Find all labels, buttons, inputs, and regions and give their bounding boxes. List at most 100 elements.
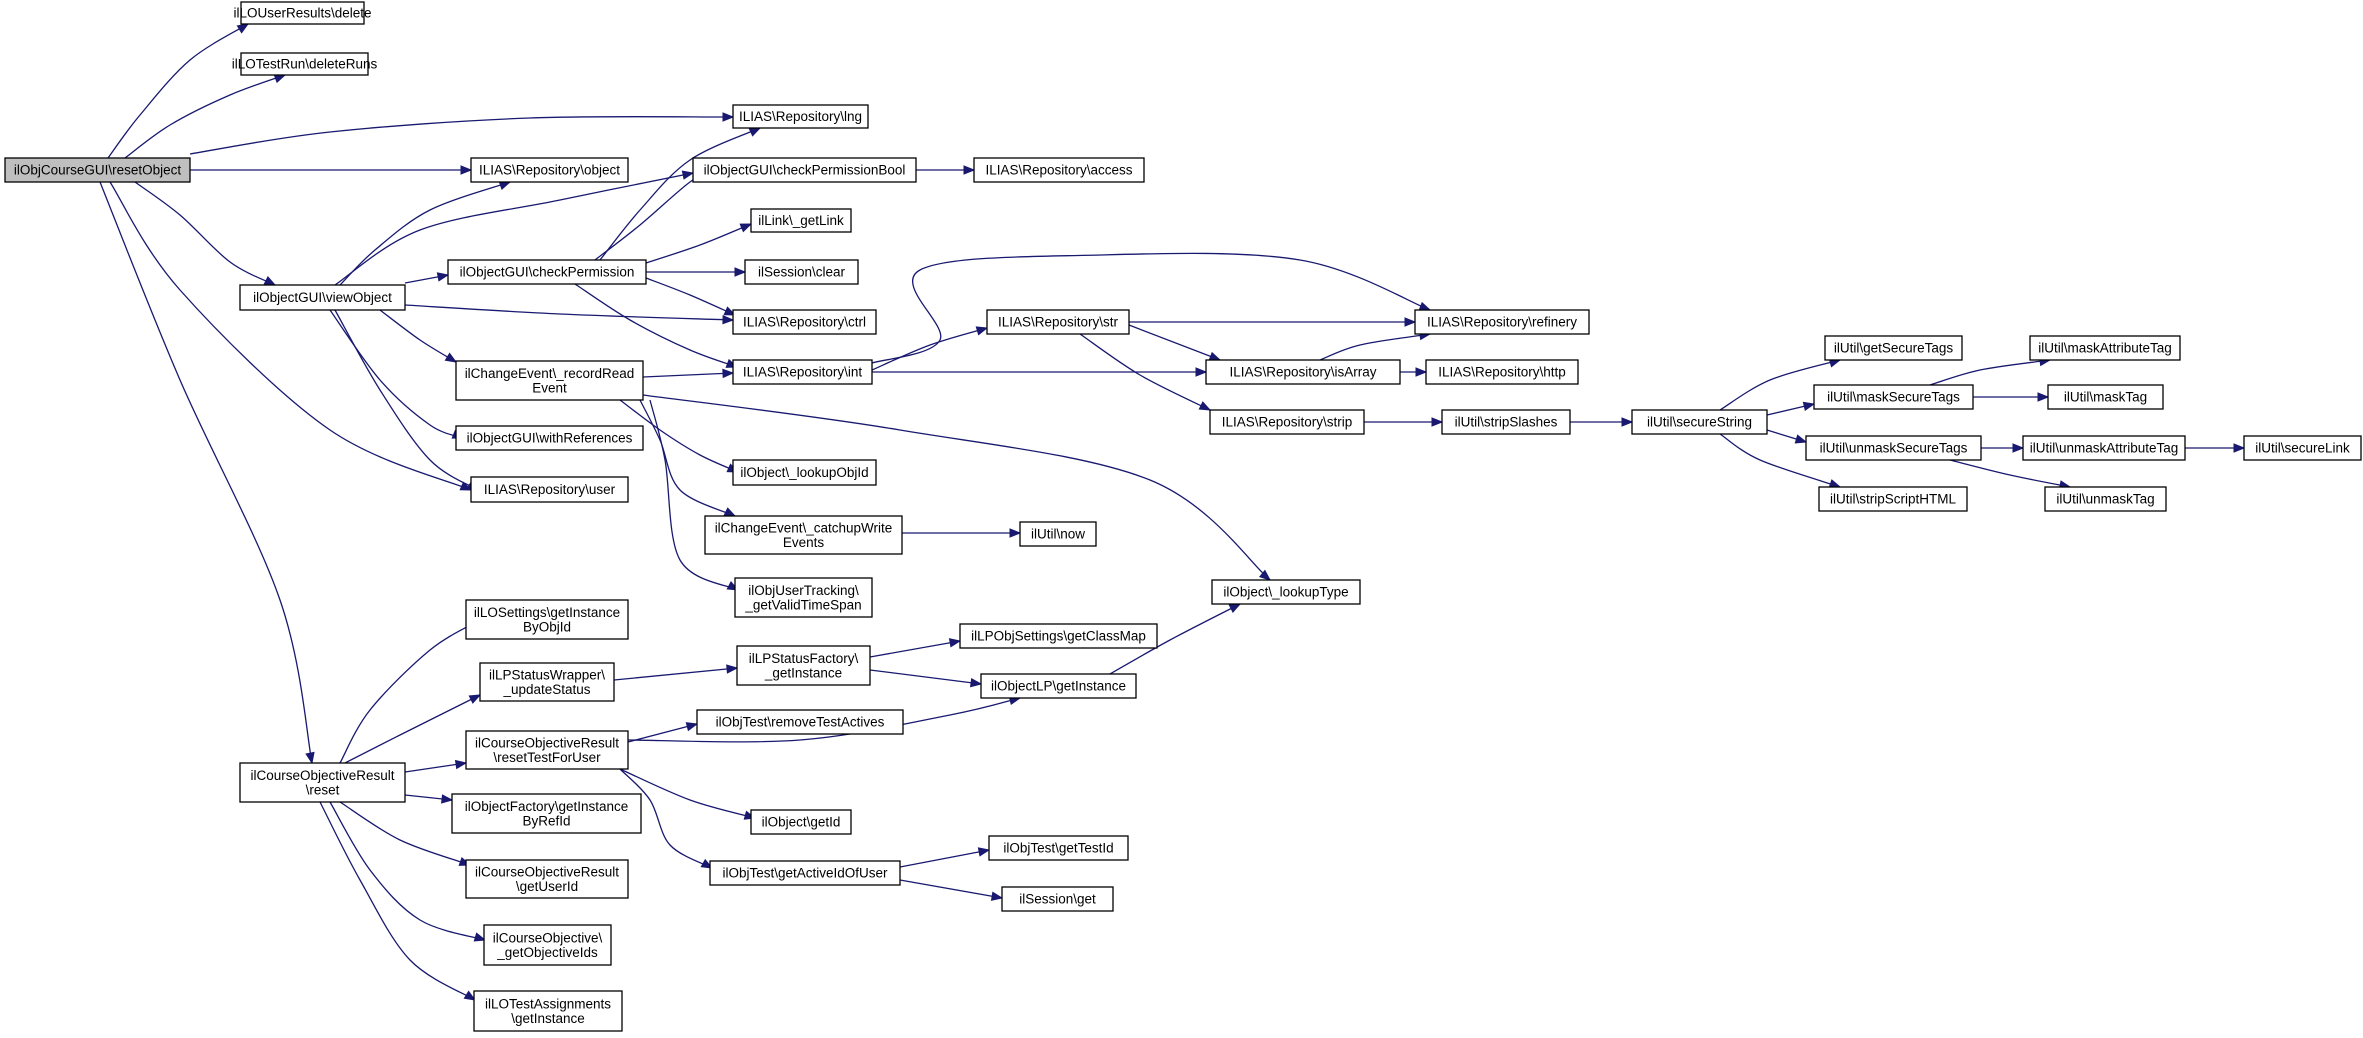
node-maskTag[interactable]: ilUtil\maskTag [2047,384,2164,410]
node-lookupObjId[interactable]: ilObject\_lookupObjId [732,459,877,486]
node-label: ilUtil\maskTag [2064,390,2147,405]
node-getTestId[interactable]: ilObjTest\getTestId [988,835,1129,861]
node-removeTestActives[interactable]: ilObjTest\removeTestActives [696,709,904,735]
call-graph-edges [99,23,2246,1001]
node-access[interactable]: ILIAS\Repository\access [973,157,1145,183]
arrow-head [1009,528,1022,538]
node-int[interactable]: ILIAS\Repository\int [732,359,873,385]
node-getSecureTags[interactable]: ilUtil\getSecureTags [1824,335,1963,361]
arrow-head [700,858,714,869]
edge-line [619,768,713,869]
edge-courseObjectiveResultReset-to-objectFactoryGetInstance [404,794,454,804]
node-stripScriptHTML[interactable]: ilUtil\stripScriptHTML [1818,486,1968,512]
edge-courseObjectiveResultReset-to-loSettingsGetInstance [339,619,482,764]
node-box [465,730,629,770]
node-checkPermission[interactable]: ilObjectGUI\checkPermission [447,259,647,285]
node-strip[interactable]: ILIAS\Repository\strip [1209,409,1365,435]
node-deleteRuns[interactable]: ilLOTestRun\deleteRuns [232,52,378,76]
edge-viewObject-to-withReferences [329,309,465,439]
node-label: ilLink\_getLink [758,213,844,228]
node-getClassMap[interactable]: ilLPObjSettings\getClassMap [959,623,1158,649]
node-withReferences[interactable]: ilObjectGUI\withReferences [455,425,644,451]
node-user[interactable]: ILIAS\Repository\user [470,476,629,503]
arrow-head [1802,401,1816,412]
node-box [1818,486,1968,512]
node-courseObjectiveResultReset[interactable]: ilCourseObjectiveResult\reset [239,762,406,803]
arrow-head [1228,603,1242,613]
node-getValidTimeSpan[interactable]: ilObjUserTracking\_getValidTimeSpan [734,577,873,618]
node-lpStatusFactoryGetInstance[interactable]: ilLPStatusFactory\_getInstance [736,645,871,686]
node-box [750,809,852,835]
edge-int-to-str [871,326,989,371]
node-ctrl[interactable]: ILIAS\Repository\ctrl [732,309,877,335]
node-resetTestForUser[interactable]: ilCourseObjectiveResult\resetTestForUser [465,730,629,770]
node-stripSlashes[interactable]: ilUtil\stripSlashes [1441,409,1571,435]
node-box [1441,409,1571,435]
edge-line [134,181,276,286]
arrow-head [963,165,976,175]
node-label: ilObject\_lookupObjId [740,465,868,480]
node-getUserId[interactable]: ilCourseObjectiveResult\getUserId [465,859,629,899]
node-label: Event [532,380,567,395]
node-label: ilUtil\now [1031,527,1085,542]
node-getActiveIdOfUser[interactable]: ilObjTest\getActiveIdOfUser [709,860,901,886]
node-label: ilCourseObjectiveResult [250,768,394,783]
edge-resetTestForUser-to-getActiveIdOfUser [619,768,714,869]
node-box [692,157,917,183]
node-updateStatus[interactable]: ilLPStatusWrapper\_updateStatus [479,662,615,702]
node-viewObject[interactable]: ilObjectGUI\viewObject [239,284,406,311]
node-lookupType[interactable]: ilObject\_lookupType [1211,579,1361,605]
node-box [479,662,615,702]
node-str[interactable]: ILIAS\Repository\str [986,309,1130,335]
node-label: ilCourseObjectiveResult [475,864,619,879]
arrow-head [2012,443,2025,453]
node-box [239,762,406,803]
edge-line [619,399,739,473]
node-label: \reset [306,782,340,797]
edge-line [107,23,249,159]
arrow-head [990,891,1004,901]
node-label: ilSession\clear [758,265,846,280]
edge-checkPermissionBool-to-access [916,165,976,175]
node-isArray[interactable]: ILIAS\Repository\isArray [1205,359,1401,385]
arrow-head [1415,367,1428,377]
node-testAssignmentsGetInstance[interactable]: ilLOTestAssignments\getInstance [473,990,623,1032]
node-checkPermissionBool[interactable]: ilObjectGUI\checkPermissionBool [692,157,917,183]
node-getObjectiveIds[interactable]: ilCourseObjective\_getObjectiveIds [483,924,612,966]
node-resetObject[interactable]: ilObjCourseGUI\resetObject [4,157,191,183]
edge-unmaskSecureTags-to-unmaskTag [1949,459,2072,490]
node-getLink[interactable]: ilLink\_getLink [750,208,852,233]
node-userResultsDelete[interactable]: ilLOUserResults\delete [233,1,372,25]
node-box [744,259,859,285]
edge-lpStatusFactoryGetInstance-to-objectLPGetInstance [869,669,983,688]
node-lng[interactable]: ILIAS\Repository\lng [732,104,869,129]
node-now[interactable]: ilUtil\now [1019,521,1097,547]
node-box [1425,359,1579,385]
node-label: ilObject\_lookupType [1223,585,1348,600]
node-objectGetId[interactable]: ilObject\getId [750,809,852,835]
node-secureLink[interactable]: ilUtil\secureLink [2243,435,2362,461]
node-maskSecureTags[interactable]: ilUtil\maskSecureTags [1813,384,1974,410]
node-objectLPGetInstance[interactable]: ilObjectLP\getInstance [980,673,1137,699]
node-sessionGet[interactable]: ilSession\get [1001,886,1114,912]
edge-str-to-strip [1079,333,1212,411]
edge-unmaskAttributeTag-to-secureLink [2185,443,2246,453]
edge-line [1719,359,1841,411]
node-unmaskTag[interactable]: ilUtil\unmaskTag [2044,486,2167,512]
edge-objectLPGetInstance-to-lookupType [1109,603,1242,675]
node-maskAttributeTag[interactable]: ilUtil\maskAttributeTag [2029,335,2181,361]
node-label: ilLPObjSettings\getClassMap [971,629,1146,644]
node-sessionClear[interactable]: ilSession\clear [744,259,859,285]
node-unmaskAttributeTag[interactable]: ilUtil\unmaskAttributeTag [2022,435,2186,461]
node-refinery[interactable]: ILIAS\Repository\refinery [1414,309,1590,335]
node-unmaskSecureTags[interactable]: ilUtil\unmaskSecureTags [1805,435,1982,461]
edge-recordReadEvent-to-int [642,368,735,379]
node-secureString[interactable]: ilUtil\secureString [1631,409,1768,435]
node-object[interactable]: ILIAS\Repository\object [470,157,629,183]
node-http[interactable]: ILIAS\Repository\http [1425,359,1579,385]
edge-line [404,304,734,321]
